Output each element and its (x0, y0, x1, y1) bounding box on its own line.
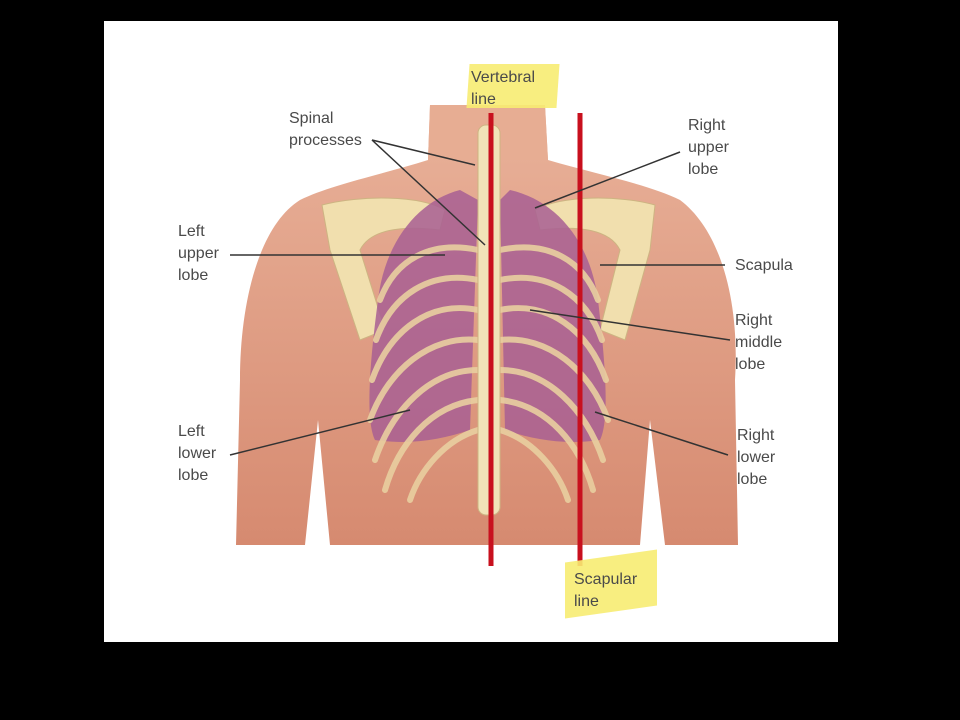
label-scapular-line: Scapular line (574, 571, 638, 610)
label-spinal-processes: Spinal processes (289, 110, 362, 149)
label-right-lower-lobe: Right lower lobe (737, 427, 776, 488)
label-right-upper-lobe: Right upper lobe (688, 117, 729, 178)
label-left-upper-lobe: Left upper lobe (178, 223, 219, 284)
label-scapula: Scapula (735, 257, 793, 274)
label-right-middle-lobe: Right middle lobe (735, 312, 783, 373)
label-left-lower-lobe: Left lower lobe (178, 423, 217, 484)
label-vertebral-line: Vertebral line (471, 69, 536, 108)
